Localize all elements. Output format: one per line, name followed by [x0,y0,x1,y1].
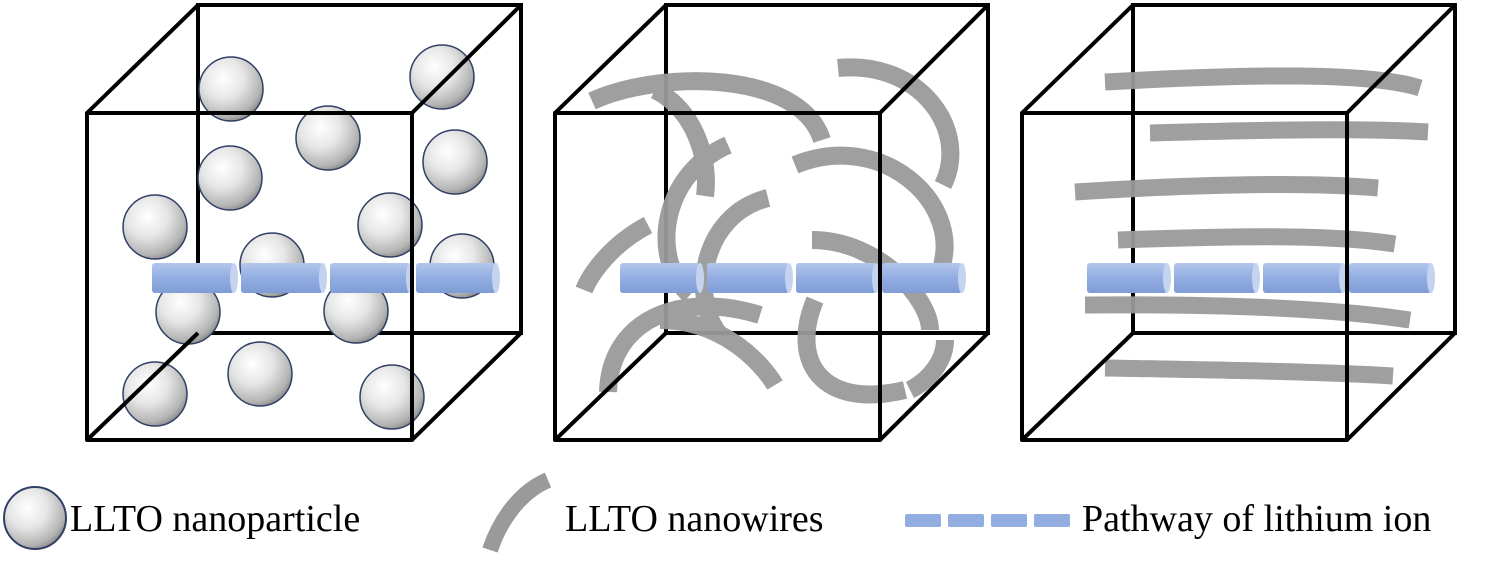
cube-front-face [1020,3,1457,442]
nanowire [1074,176,1379,201]
lithium-pathway [620,263,966,293]
legend [3,472,1070,553]
nanowire [1117,228,1397,253]
random-nanowire-cube-panel [553,3,990,442]
legend-label-nanoparticle: LLTO nanoparticle [70,498,361,540]
nanowire [659,311,783,390]
nanowire [791,146,954,268]
nanoparticle-sphere [122,194,188,260]
nanowire [588,72,831,144]
nanoparticle-sphere [409,44,475,110]
nanowire [599,297,763,393]
nanoparticle-sphere [295,105,361,171]
cube-back-face [664,3,990,335]
nanowire-arc-icon [482,472,552,553]
nanoparticle-sphere [197,145,263,211]
nanowire [575,217,653,294]
nanoparticle-sphere [227,341,293,407]
nanowire [797,296,908,404]
cube-front-face [85,3,523,442]
nanowire [905,339,954,399]
nanowire [1084,296,1412,329]
nanoparticle-sphere-icon [3,486,67,550]
lithium-pathway-icon [905,514,1070,527]
nanowire [1149,121,1429,142]
aligned-nanowire-group [1074,67,1429,385]
nanoparticle-cube-panel [85,3,523,442]
lithium-pathway [1087,263,1435,293]
lithium-pathway [152,263,500,293]
nanowire [837,58,960,189]
nanoparticle-sphere [357,192,423,258]
aligned-nanowire-cube-panel [1020,3,1457,442]
nanoparticle-group-back [122,44,495,430]
nanoparticle-sphere [122,361,188,427]
cube-front-face [553,3,990,442]
nanowire-group [575,58,960,404]
nanowire [1104,359,1394,385]
legend-label-nanowires: LLTO nanowires [565,498,824,540]
nanoparticle-sphere [198,56,264,122]
nanoparticle-sphere [422,129,488,195]
cube-back-face [1131,3,1457,335]
legend-label-lithium-pathway: Pathway of lithium ion [1082,498,1432,540]
nanoparticle-sphere [359,364,425,430]
nanowire [650,81,715,198]
nanowire [695,189,771,341]
nanowire [1104,67,1423,97]
